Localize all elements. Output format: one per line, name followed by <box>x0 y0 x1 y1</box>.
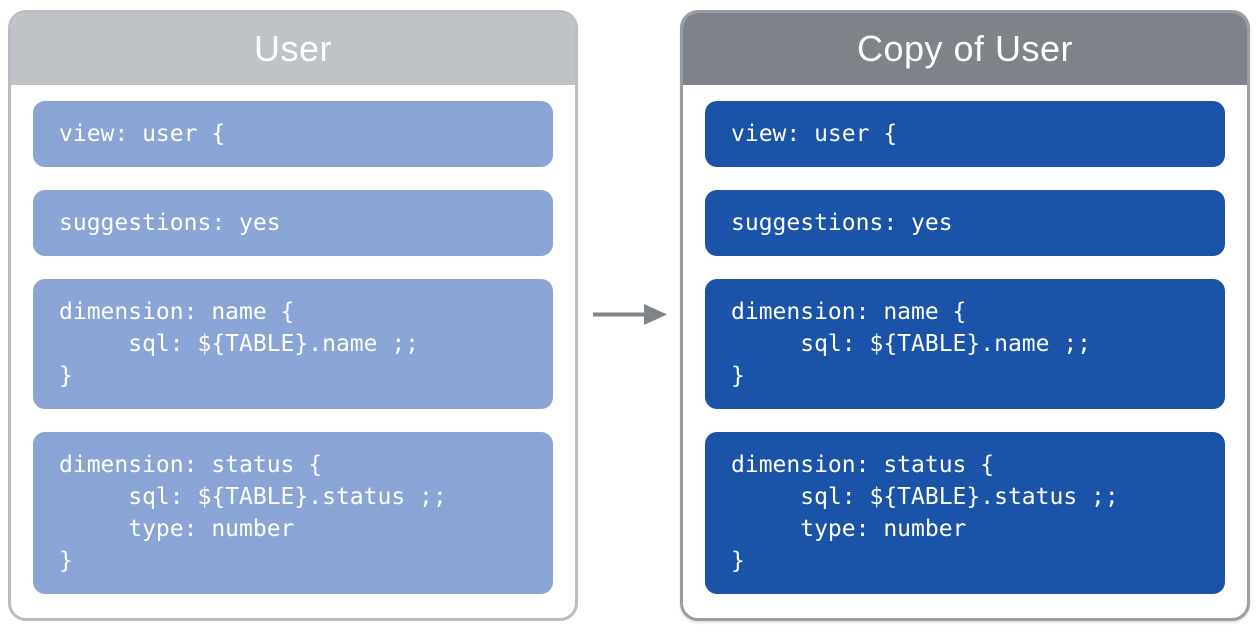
code-block-view-declaration: view: user { <box>705 101 1225 167</box>
code-block-dimension-status: dimension: status { sql: ${TABLE}.status… <box>705 432 1225 594</box>
code-block-dimension-status: dimension: status { sql: ${TABLE}.status… <box>33 432 553 594</box>
user-panel-body: view: user { suggestions: yes dimension:… <box>11 85 575 618</box>
user-panel-title: User <box>11 13 575 85</box>
copy-panel-body: view: user { suggestions: yes dimension:… <box>683 85 1247 618</box>
copy-of-user-view-panel: Copy of User view: user { suggestions: y… <box>680 10 1250 621</box>
code-block-view-declaration: view: user { <box>33 101 553 167</box>
code-block-suggestions: suggestions: yes <box>705 190 1225 256</box>
copy-panel-title: Copy of User <box>683 13 1247 85</box>
user-view-panel: User view: user { suggestions: yes dimen… <box>8 10 578 621</box>
right-arrow-icon <box>593 304 667 325</box>
code-block-dimension-name: dimension: name { sql: ${TABLE}.name ;; … <box>705 279 1225 409</box>
code-block-dimension-name: dimension: name { sql: ${TABLE}.name ;; … <box>33 279 553 409</box>
code-block-suggestions: suggestions: yes <box>33 190 553 256</box>
